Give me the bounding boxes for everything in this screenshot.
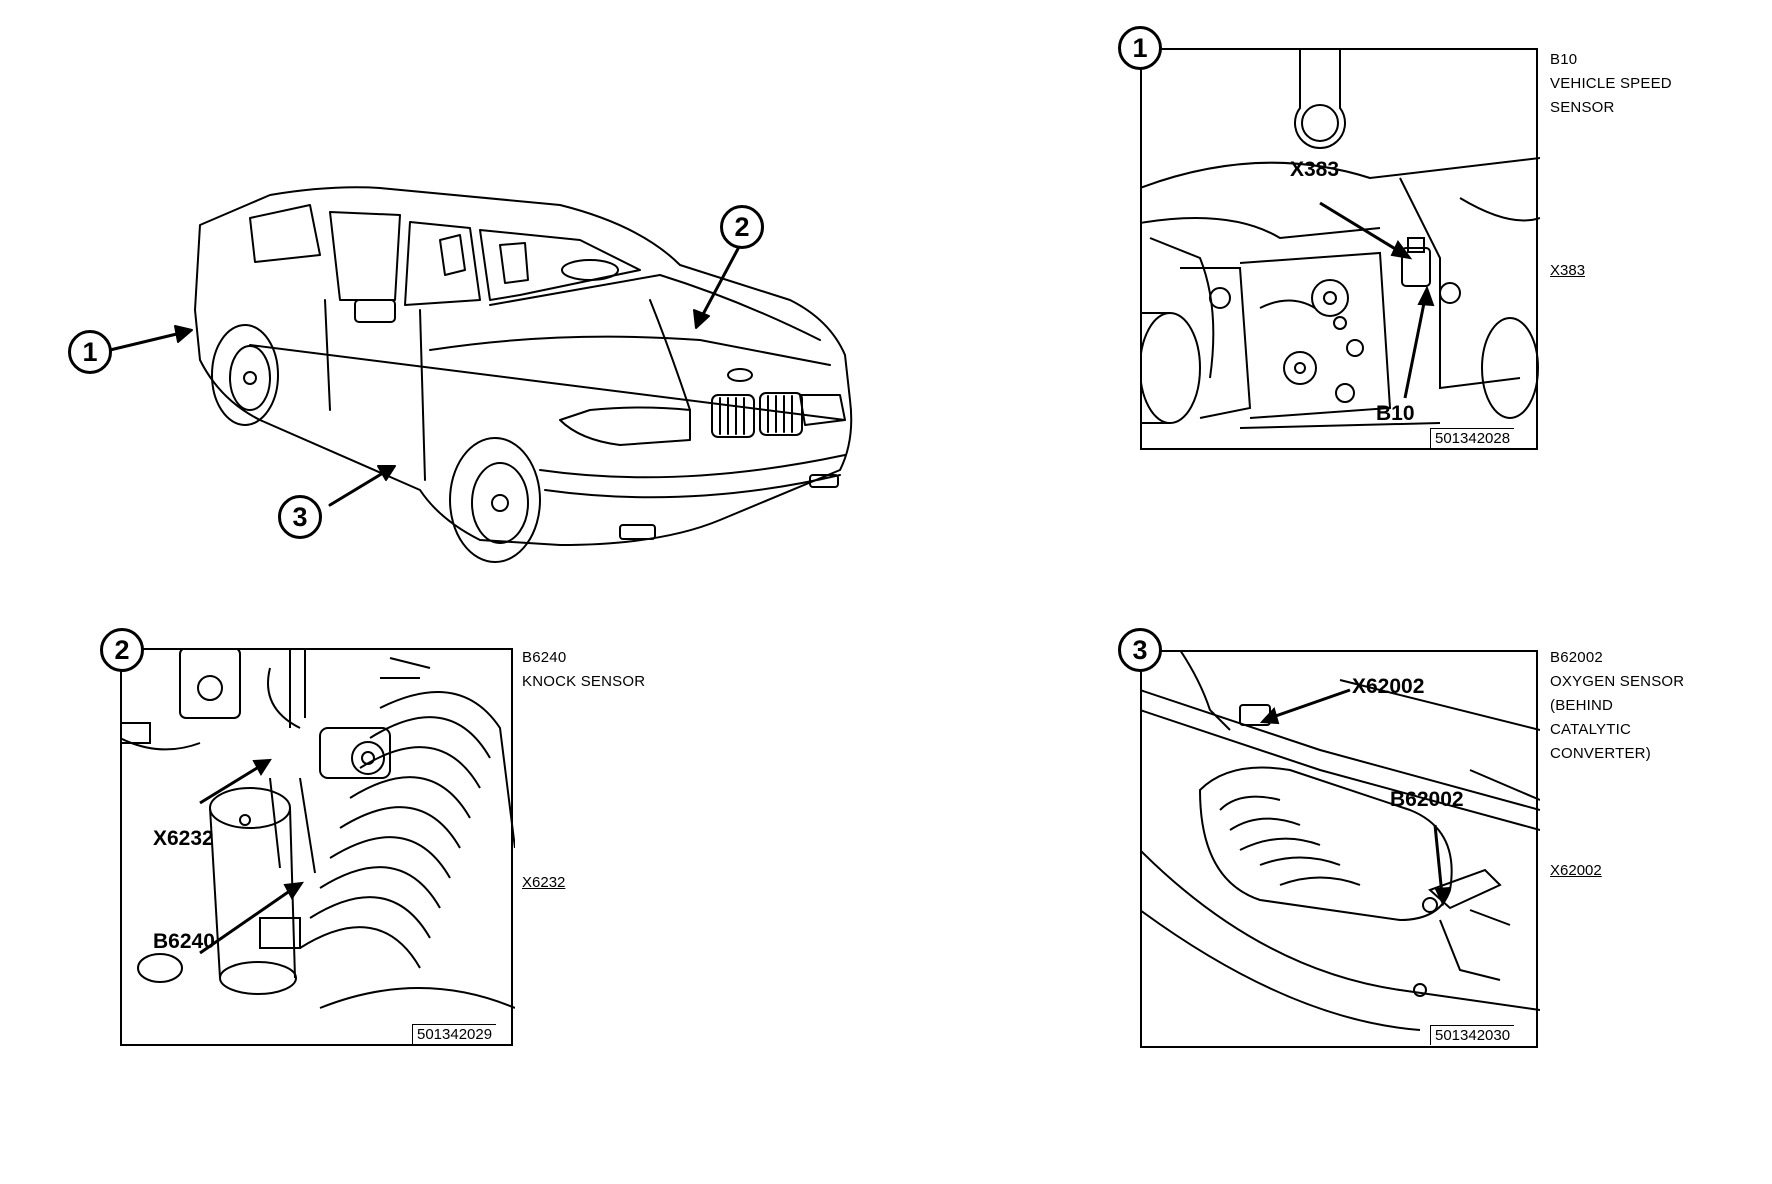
panel-3-figure-number: 501342030 (1430, 1025, 1515, 1045)
panel-3-drawing (1140, 650, 1540, 1048)
panel-2-label-connector: X6232 (153, 827, 214, 850)
panel-3-desc-line-3: CATALYTIC (1550, 721, 1631, 738)
panel-3-desc-line-2: (BEHIND (1550, 697, 1614, 714)
panel-2-desc-line-1: KNOCK SENSOR (522, 673, 646, 690)
panel-3-number: 3 (1118, 628, 1162, 672)
overview-callout-3: 3 (278, 495, 322, 539)
panel-1-figure-number: 501342028 (1430, 428, 1515, 448)
overview-callout-1: 1 (68, 330, 112, 374)
panel-2-drawing (120, 648, 515, 1046)
panel-1-label-component: B10 (1376, 402, 1415, 425)
panel-2-label-component: B6240 (153, 930, 215, 953)
panel-1-number: 1 (1118, 26, 1162, 70)
panel-3-desc-line-4: CONVERTER) (1550, 745, 1651, 762)
panel-2-description: B6240 KNOCK SENSOR (522, 646, 645, 694)
panel-1-desc-line-2: SENSOR (1550, 99, 1615, 116)
panel-3-description: B62002 OXYGEN SENSOR (BEHIND CATALYTIC C… (1550, 646, 1684, 766)
panel-2-figure-number: 501342029 (412, 1024, 497, 1044)
panel-1-component-code: B10 (1550, 51, 1578, 68)
panel-1-label-connector: X383 (1290, 158, 1340, 181)
panel-2-component-code: B6240 (522, 649, 567, 666)
panel-1-drawing (1140, 48, 1540, 450)
panel-2-connector-ref: X6232 (522, 874, 566, 891)
panel-1-desc-line-1: VEHICLE SPEED (1550, 75, 1672, 92)
panel-1-connector-ref: X383 (1550, 262, 1586, 279)
panel-1-description: B10 VEHICLE SPEED SENSOR (1550, 48, 1672, 120)
panel-3-connector-ref: X62002 (1550, 862, 1602, 879)
panel-2-number: 2 (100, 628, 144, 672)
overview-callout-2: 2 (720, 205, 764, 249)
panel-3-component-code: B62002 (1550, 649, 1603, 666)
panel-3-label-component: B62002 (1390, 788, 1464, 811)
panel-3-label-connector: X62002 (1352, 675, 1425, 698)
panel-3-desc-line-1: OXYGEN SENSOR (1550, 673, 1685, 690)
